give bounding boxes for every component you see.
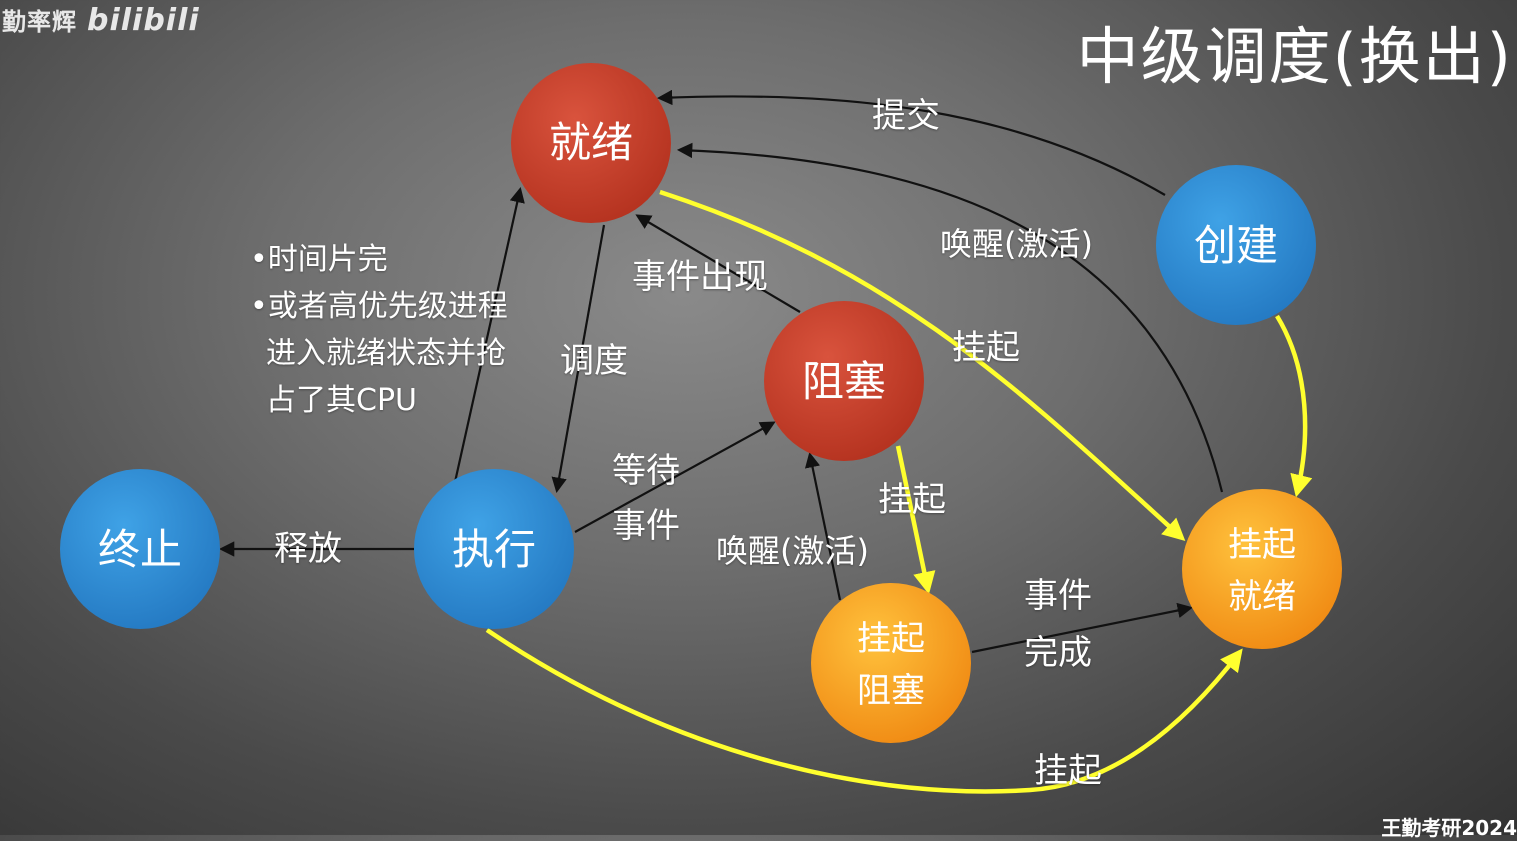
watermark: 勤率辉 bilibili bbox=[2, 2, 200, 38]
arrow-running-suspend-suspendready bbox=[485, 628, 1243, 794]
label-dispatch: 调度 bbox=[560, 341, 628, 381]
node-suspend-ready-line1: 挂起 bbox=[1228, 525, 1296, 565]
arrow-create-submit-ready bbox=[656, 89, 1166, 196]
watermark-author: 勤率辉 bbox=[2, 8, 77, 36]
node-suspend-ready: 挂起 就绪 bbox=[1182, 489, 1342, 649]
label-wait-event-1: 等待 bbox=[612, 451, 680, 491]
node-running: 执行 bbox=[414, 469, 574, 629]
label-suspend-3: 挂起 bbox=[1034, 751, 1102, 791]
timeout-note: •时间片完 •或者高优先级进程 进入就绪状态并抢 占了其CPU bbox=[250, 236, 508, 424]
arrow-blocked-suspend-suspendblocked bbox=[895, 445, 936, 595]
arrow-suspendready-wake-ready bbox=[676, 142, 1224, 493]
node-ready-label: 就绪 bbox=[549, 118, 633, 167]
page-title: 中级调度(换出) bbox=[1076, 20, 1513, 93]
label-release: 释放 bbox=[274, 529, 342, 569]
node-suspend-blocked-line1: 挂起 bbox=[857, 619, 925, 659]
bilibili-logo: bilibili bbox=[87, 3, 200, 38]
node-terminate-label: 终止 bbox=[98, 525, 182, 574]
arrow-create-suspendready bbox=[1275, 314, 1313, 498]
arrow-ready-dispatch-running bbox=[551, 224, 606, 494]
node-suspend-blocked-line2: 阻塞 bbox=[857, 671, 925, 711]
node-suspend-ready-line2: 就绪 bbox=[1228, 577, 1296, 617]
corner-watermark: 王勤考研2024 bbox=[1381, 816, 1517, 840]
node-blocked-label: 阻塞 bbox=[802, 357, 886, 406]
node-ready: 就绪 bbox=[511, 63, 671, 223]
label-wait-event-2: 事件 bbox=[612, 506, 680, 546]
arrow-ready-suspend-suspendready bbox=[659, 189, 1186, 542]
arrow-running-timeout-ready bbox=[453, 186, 525, 483]
node-blocked: 阻塞 bbox=[764, 301, 924, 461]
note-line-1: •时间片完 bbox=[250, 242, 388, 277]
label-wake-activate-2: 唤醒(激活) bbox=[716, 532, 869, 570]
label-suspend-2: 挂起 bbox=[878, 480, 946, 520]
note-line-4: 占了其CPU bbox=[266, 383, 417, 418]
label-suspend-1: 挂起 bbox=[952, 328, 1020, 368]
label-event-done-2: 完成 bbox=[1024, 633, 1092, 673]
label-event-done-1: 事件 bbox=[1024, 576, 1092, 616]
label-event-occurs: 事件出现 bbox=[632, 257, 768, 297]
arrow-suspendblocked-wake-blocked bbox=[804, 451, 842, 601]
arrow-blocked-event-ready bbox=[635, 214, 801, 313]
arrow-suspendblocked-event-suspendready bbox=[971, 602, 1194, 654]
node-suspend-blocked: 挂起 阻塞 bbox=[811, 583, 971, 743]
label-submit: 提交 bbox=[872, 96, 940, 136]
note-line-2: •或者高优先级进程 bbox=[250, 289, 508, 324]
arrow-running-wait-blocked bbox=[574, 421, 776, 533]
node-terminate: 终止 bbox=[60, 469, 220, 629]
node-create: 创建 bbox=[1156, 165, 1316, 325]
node-create-label: 创建 bbox=[1194, 221, 1278, 270]
node-running-label: 执行 bbox=[452, 525, 536, 574]
label-wake-activate-1: 唤醒(激活) bbox=[940, 225, 1093, 263]
note-line-3: 进入就绪状态并抢 bbox=[266, 336, 506, 371]
